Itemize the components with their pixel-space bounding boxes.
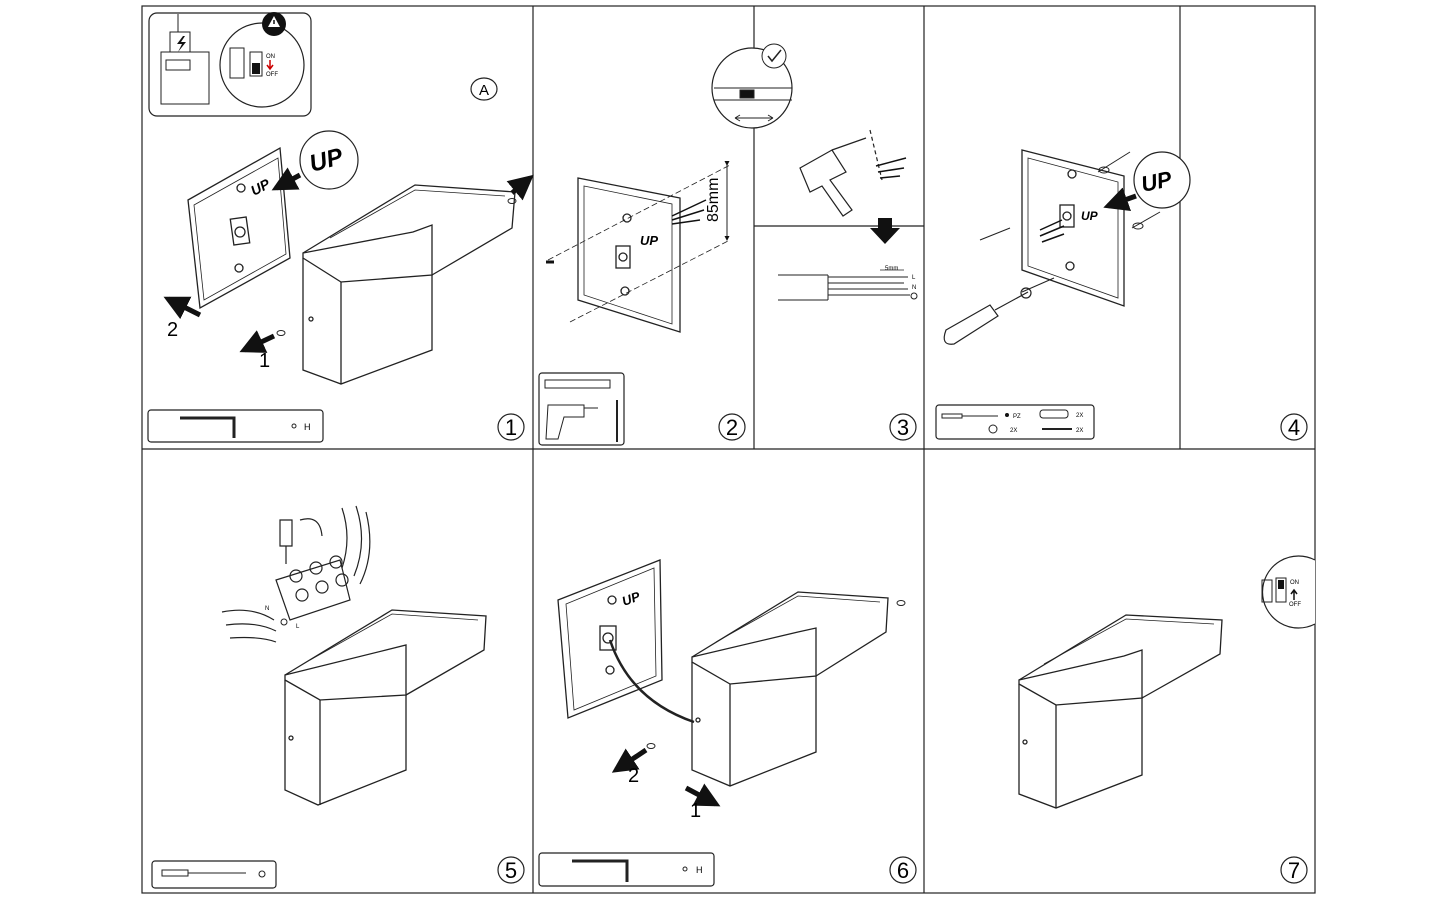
wall-plug-icon bbox=[1039, 409, 1069, 419]
drill-guide-lines bbox=[547, 164, 731, 323]
svg-text:A: A bbox=[479, 82, 489, 99]
panel-step-3: 5mm L N 3 bbox=[778, 129, 918, 441]
hex-key-icon bbox=[180, 416, 236, 438]
step-number-6: 6 bbox=[897, 858, 909, 883]
step-number-4: 4 bbox=[1288, 415, 1300, 440]
screwdriver-icon bbox=[943, 287, 1032, 345]
plate-up-label: UP bbox=[620, 588, 642, 608]
tool-box bbox=[538, 372, 625, 446]
arrow-2-label: 2 bbox=[628, 765, 639, 787]
tool-box bbox=[151, 860, 277, 889]
terminal-block bbox=[275, 518, 351, 621]
screwdriver-small-icon bbox=[161, 869, 246, 877]
tool-box: H bbox=[538, 852, 715, 887]
wire-n-label: N bbox=[912, 285, 916, 291]
connection-cable bbox=[608, 639, 695, 724]
check-icon bbox=[761, 43, 787, 69]
drill-icon bbox=[545, 404, 598, 440]
power-off-inset: ON OFF bbox=[148, 12, 312, 117]
switch-on-label: ON bbox=[266, 54, 275, 60]
breaker-switch-icon bbox=[1261, 579, 1273, 603]
mounting-plate bbox=[187, 146, 291, 310]
switch-off-label: OFF bbox=[266, 72, 278, 78]
drill-wall-icon bbox=[799, 129, 907, 217]
arrow-1-label: 1 bbox=[259, 350, 270, 372]
terminal-n-label: N bbox=[265, 606, 269, 612]
mounting-distance-label: 85mm bbox=[705, 178, 722, 222]
wall-light-fixture bbox=[1018, 614, 1223, 809]
washer-icon bbox=[988, 424, 998, 434]
wire-l-label: L bbox=[912, 275, 916, 281]
arrow-2-label: 2 bbox=[167, 319, 178, 341]
tool-box: PZ 2X 2X 2X bbox=[935, 404, 1095, 440]
lightning-icon bbox=[177, 36, 186, 52]
step-number-3: 3 bbox=[897, 415, 909, 440]
switch-on-label: ON bbox=[1290, 580, 1299, 586]
panel-step-4: UP UP PZ 2X 2X 2X bbox=[935, 149, 1308, 441]
panel-step-2: UP 85mm 2 bbox=[538, 43, 793, 446]
stripped-cable-icon bbox=[778, 269, 910, 301]
switch-off-label: OFF bbox=[1289, 602, 1301, 608]
washer-qty-label: 2X bbox=[1010, 428, 1017, 434]
screwdriver-small-icon bbox=[941, 413, 998, 419]
panel-step-5: N L 5 bbox=[151, 505, 525, 889]
down-arrow-icon bbox=[870, 218, 900, 244]
plug-qty-label: 2X bbox=[1076, 413, 1083, 419]
panel-step-7: ON OFF 7 bbox=[1018, 555, 1316, 884]
step-number-7: 7 bbox=[1288, 858, 1300, 883]
tool-pz-label: PZ bbox=[1013, 414, 1021, 420]
tool-box: H bbox=[147, 409, 324, 443]
hex-key-icon bbox=[572, 859, 629, 882]
breaker-switch-icon bbox=[249, 51, 263, 77]
step-number-1: 1 bbox=[505, 415, 517, 440]
mounting-plate bbox=[557, 559, 663, 719]
plate-up-label: UP bbox=[640, 233, 658, 248]
plate-up-label: UP bbox=[1081, 209, 1099, 223]
tool-size-label: H bbox=[696, 865, 703, 875]
arrow-1-label: 1 bbox=[690, 800, 701, 822]
tool-size-label: H bbox=[304, 422, 311, 432]
step-number-5: 5 bbox=[505, 858, 517, 883]
screw-qty-label: 2X bbox=[1076, 428, 1083, 434]
step-number-2: 2 bbox=[726, 415, 738, 440]
level-icon bbox=[714, 87, 792, 122]
plate-up-label: UP bbox=[248, 175, 273, 199]
terminal-l-label: L bbox=[296, 624, 300, 630]
down-arrow-icon bbox=[266, 60, 274, 71]
mounting-plate bbox=[1021, 149, 1125, 307]
strip-length-label: 5mm bbox=[885, 266, 898, 272]
wall-light-fixture bbox=[284, 609, 487, 806]
panel-step-1: ON OFF A UP UP bbox=[147, 12, 534, 443]
wall-light-fixture bbox=[302, 184, 516, 385]
up-arrow-icon bbox=[1290, 588, 1298, 600]
screws-and-plugs bbox=[979, 151, 1161, 293]
wall-light-fixture bbox=[691, 591, 889, 787]
ground-icon bbox=[280, 618, 288, 626]
fixture-marker: A bbox=[470, 77, 498, 101]
ground-icon bbox=[910, 292, 918, 300]
mounting-plate bbox=[577, 177, 681, 333]
panel-step-6: UP 2 1 H 6 bbox=[538, 559, 917, 887]
